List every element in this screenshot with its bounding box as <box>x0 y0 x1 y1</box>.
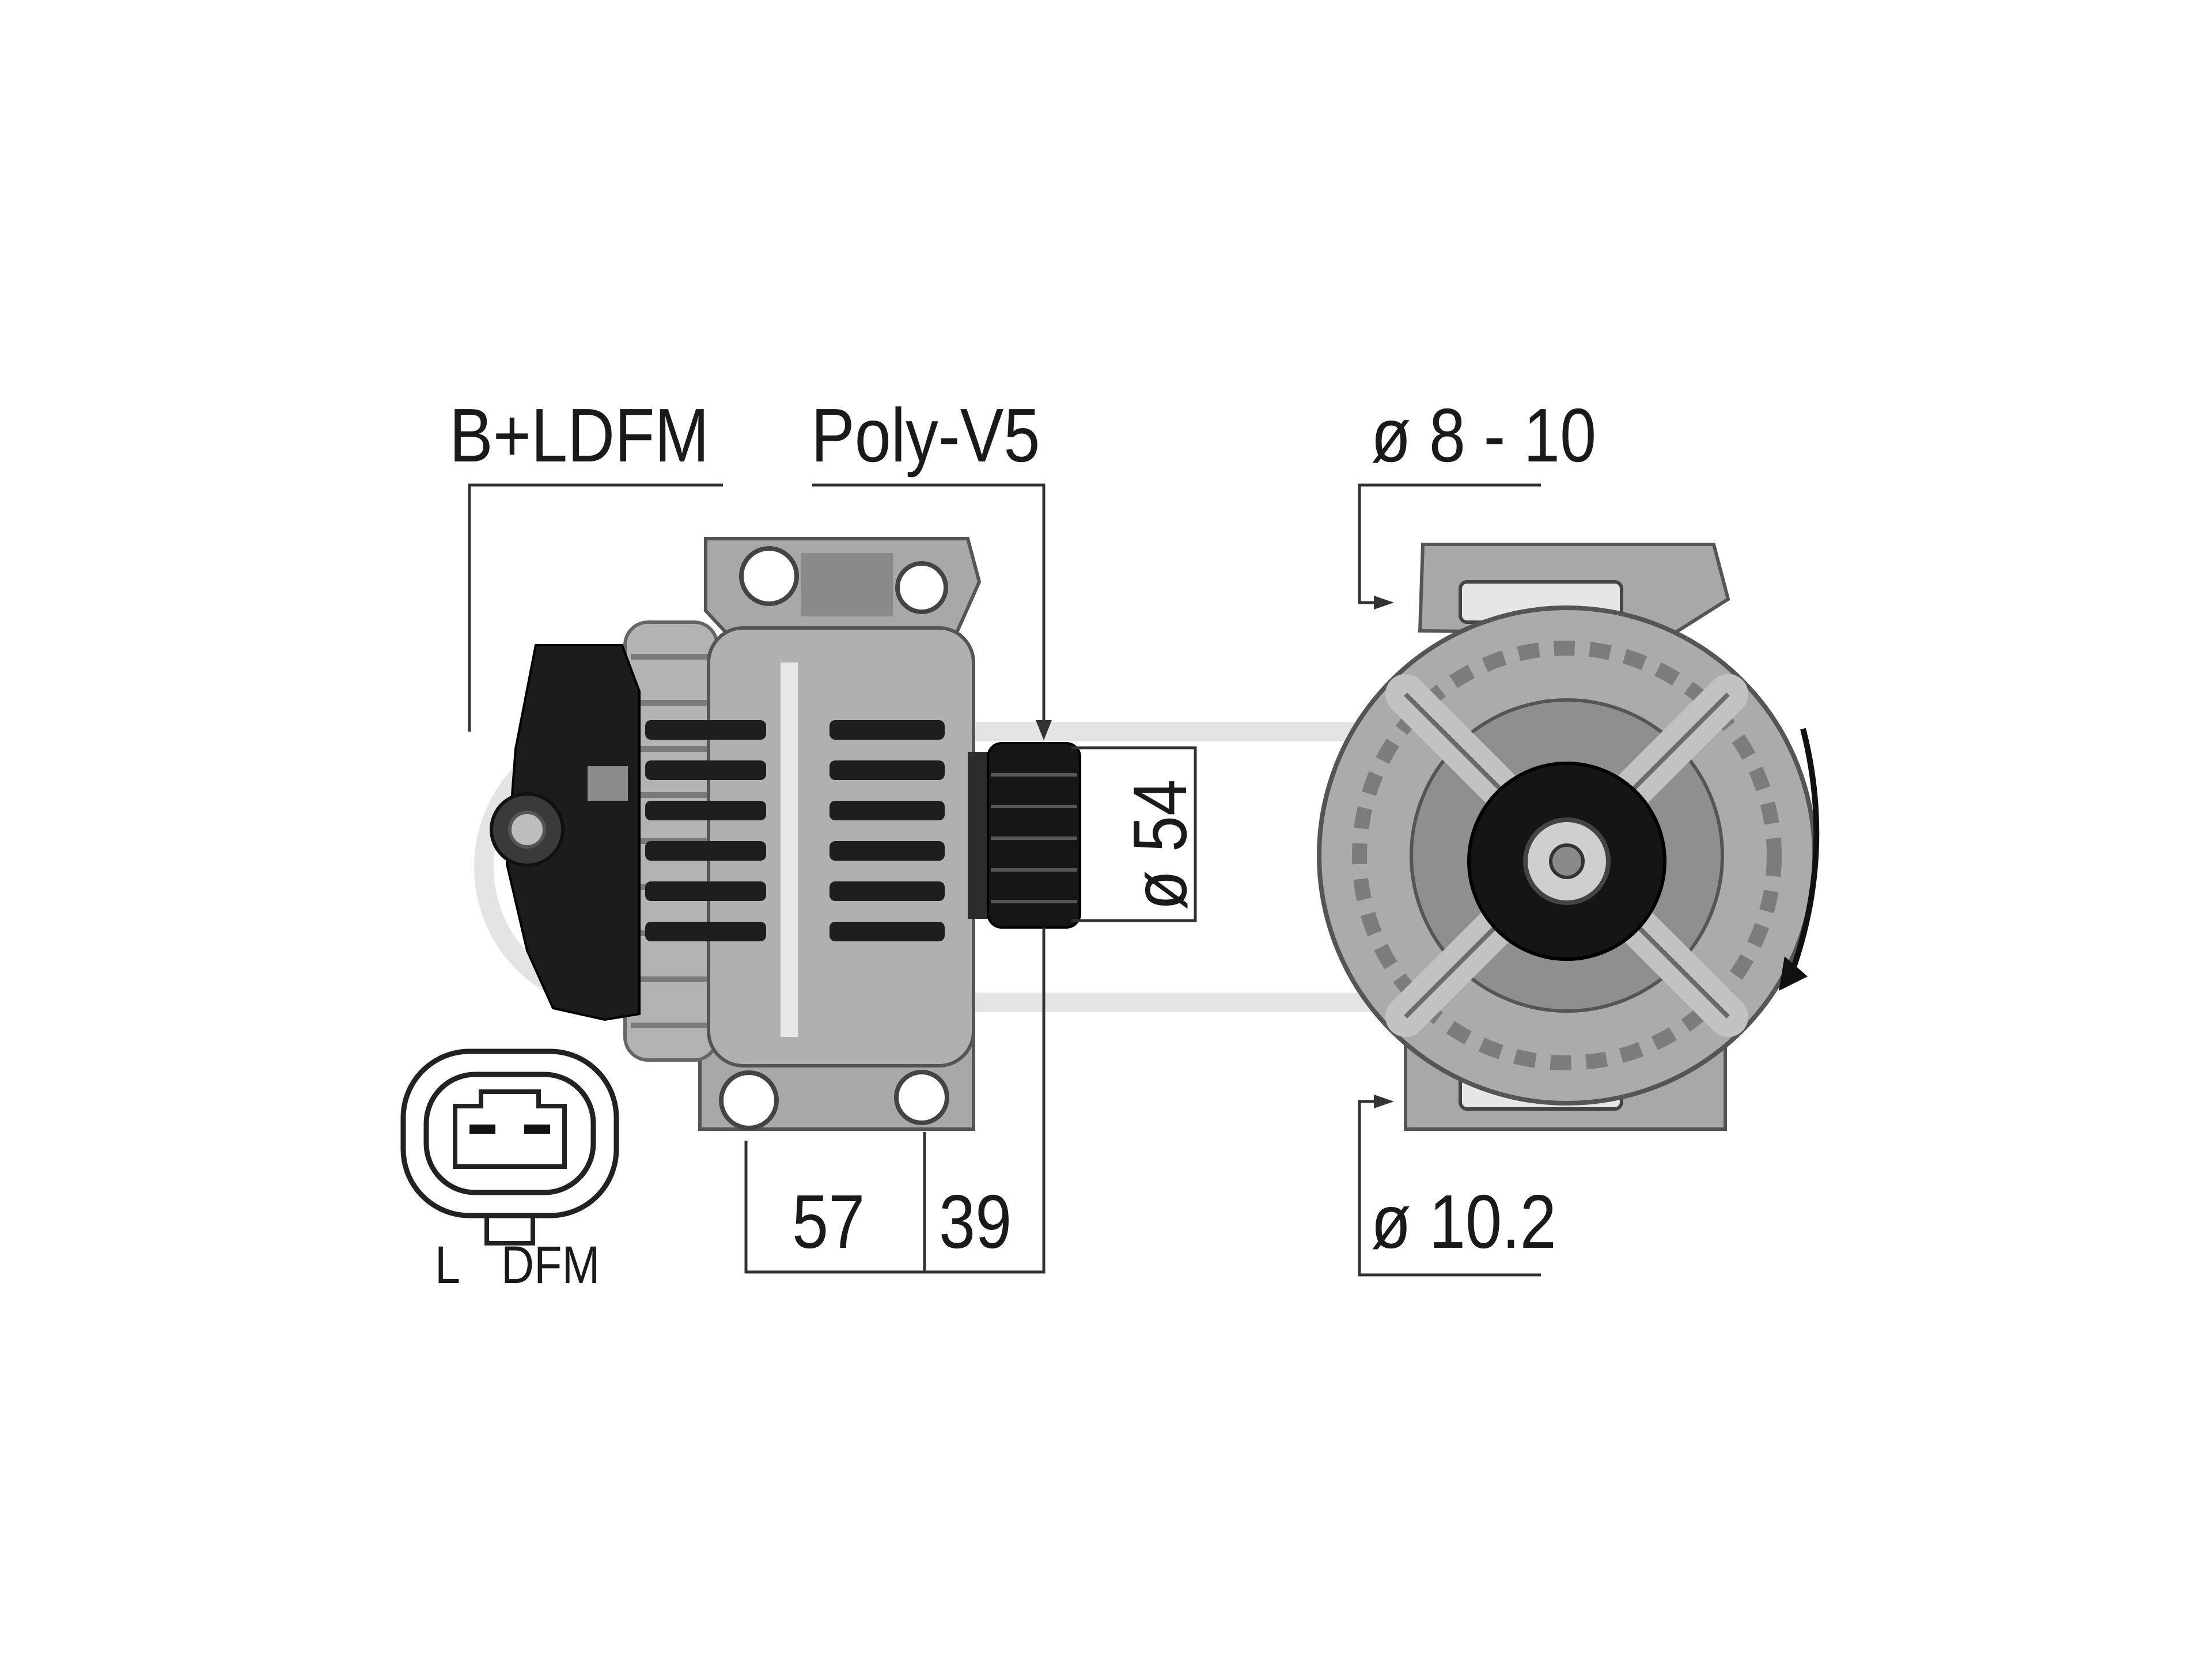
alternator-front-view <box>1317 543 1820 1131</box>
belt-type-label: Poly-V5 <box>811 393 1040 478</box>
dimension-lines <box>468 483 1541 1277</box>
dim-body-label: 57 <box>792 1179 865 1264</box>
terminal-label: B+LDFM <box>449 393 710 478</box>
bolt-hole-top-label: ø 8 - 10 <box>1371 393 1597 478</box>
alternator-side-view <box>490 537 1081 1131</box>
connector-plug <box>400 1048 619 1246</box>
pin-dfm-label: DFM <box>501 1236 600 1294</box>
dim-pulley-label: 39 <box>939 1179 1012 1264</box>
arrowheads <box>1036 596 1394 1108</box>
bolt-hole-bottom-label: ø 10.2 <box>1371 1179 1556 1264</box>
pin-l-label: L <box>435 1236 461 1294</box>
pulley-diameter-label: ø 54 <box>1118 779 1202 910</box>
